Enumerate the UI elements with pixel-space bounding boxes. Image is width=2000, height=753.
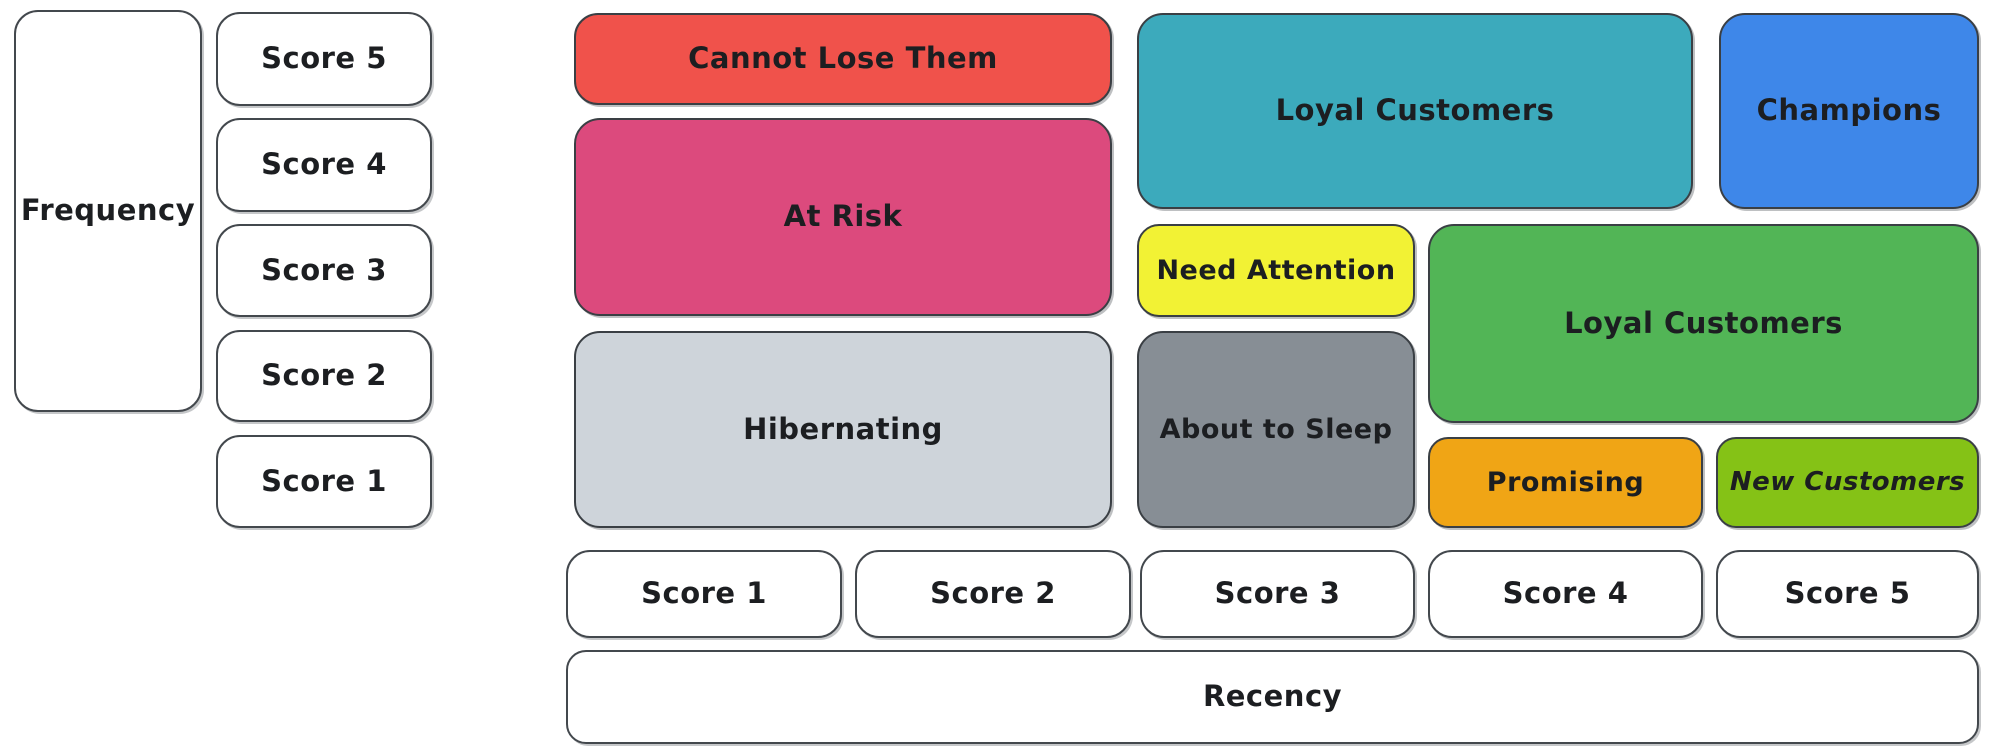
frequency-score-3: Score 3 xyxy=(216,224,432,317)
recency-score-5: Score 5 xyxy=(1716,550,1979,638)
frequency-score-5-text: Score 5 xyxy=(261,41,387,76)
frequency-score-1-text: Score 1 xyxy=(261,463,387,498)
recency-score-4: Score 4 xyxy=(1428,550,1703,638)
segment-champions: Champions xyxy=(1719,13,1979,209)
segment-promising: Promising xyxy=(1428,437,1703,528)
frequency-score-5: Score 5 xyxy=(216,12,432,106)
frequency-axis-label: Frequency xyxy=(14,10,202,412)
recency-score-3-text: Score 3 xyxy=(1214,576,1341,611)
segment-need-attention: Need Attention xyxy=(1137,224,1415,317)
frequency-score-1: Score 1 xyxy=(216,435,432,528)
frequency-score-3-text: Score 3 xyxy=(261,252,387,287)
recency-score-1: Score 1 xyxy=(566,550,842,638)
segment-champions-label: Champions xyxy=(1756,93,1942,128)
segment-hibernating-label: Hibernating xyxy=(743,411,943,446)
segment-cannot-lose-them: Cannot Lose Them xyxy=(574,13,1112,105)
segment-loyal-customers-teal-label: Loyal Customers xyxy=(1275,93,1555,128)
segment-loyal-customers-teal: Loyal Customers xyxy=(1137,13,1693,209)
frequency-score-2-text: Score 2 xyxy=(261,358,387,393)
recency-axis-text: Recency xyxy=(1202,679,1343,714)
segment-at-risk: At Risk xyxy=(574,118,1112,316)
recency-axis-label: Recency xyxy=(566,650,1979,744)
recency-score-2: Score 2 xyxy=(855,550,1131,638)
recency-score-2-text: Score 2 xyxy=(930,576,1056,611)
segment-loyal-customers-green-label: Loyal Customers xyxy=(1564,305,1843,340)
segment-loyal-customers-green: Loyal Customers xyxy=(1428,224,1979,423)
segment-about-to-sleep-label: About to Sleep xyxy=(1159,413,1393,445)
segment-promising-label: Promising xyxy=(1486,466,1645,498)
frequency-score-4: Score 4 xyxy=(216,118,432,212)
frequency-score-2: Score 2 xyxy=(216,330,432,422)
segment-new-customers: New Customers xyxy=(1716,437,1979,528)
segment-new-customers-label: New Customers xyxy=(1729,467,1966,498)
segment-hibernating: Hibernating xyxy=(574,331,1112,528)
recency-score-1-text: Score 1 xyxy=(641,576,767,611)
segment-about-to-sleep: About to Sleep xyxy=(1137,331,1415,528)
segment-at-risk-label: At Risk xyxy=(783,199,903,234)
frequency-axis-text: Frequency xyxy=(20,193,196,228)
recency-score-3: Score 3 xyxy=(1140,550,1415,638)
recency-score-4-text: Score 4 xyxy=(1502,576,1629,611)
segment-need-attention-label: Need Attention xyxy=(1156,254,1396,286)
recency-score-5-text: Score 5 xyxy=(1784,576,1911,611)
frequency-score-4-text: Score 4 xyxy=(261,147,387,182)
segment-cannot-lose-them-label: Cannot Lose Them xyxy=(688,41,998,76)
